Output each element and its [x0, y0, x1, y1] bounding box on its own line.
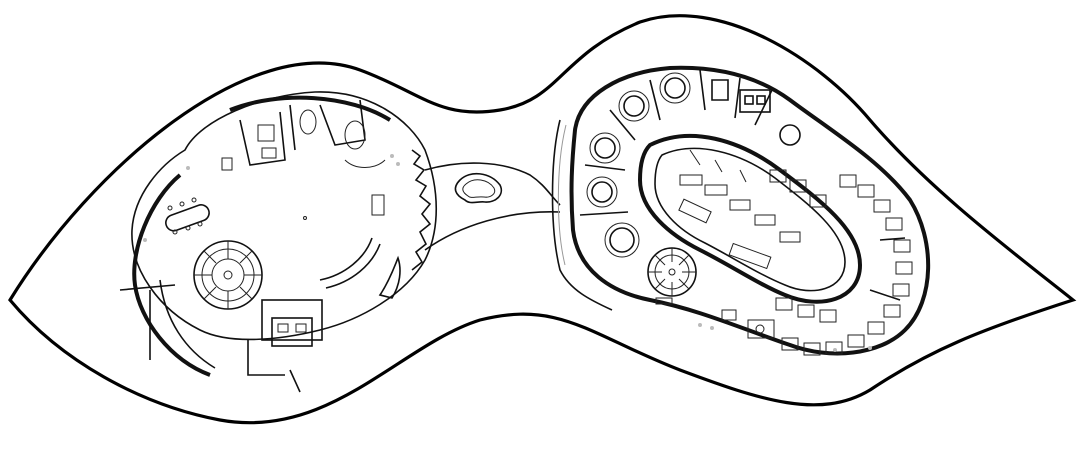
kitchen-core — [637, 133, 863, 304]
spiral-staircase-left — [193, 240, 263, 310]
right-pod — [551, 65, 931, 356]
conference-table — [165, 204, 210, 232]
top-suites — [239, 99, 386, 168]
pond — [454, 172, 503, 204]
left-pod — [119, 91, 437, 393]
outer-site-boundary — [8, 14, 1077, 425]
spiral-staircase-right — [647, 247, 697, 305]
booth-seating — [769, 169, 913, 356]
connecting-bridge — [424, 162, 561, 251]
curved-sofa — [319, 237, 381, 289]
planting-dots — [143, 154, 872, 352]
round-dining-tables — [586, 72, 691, 258]
